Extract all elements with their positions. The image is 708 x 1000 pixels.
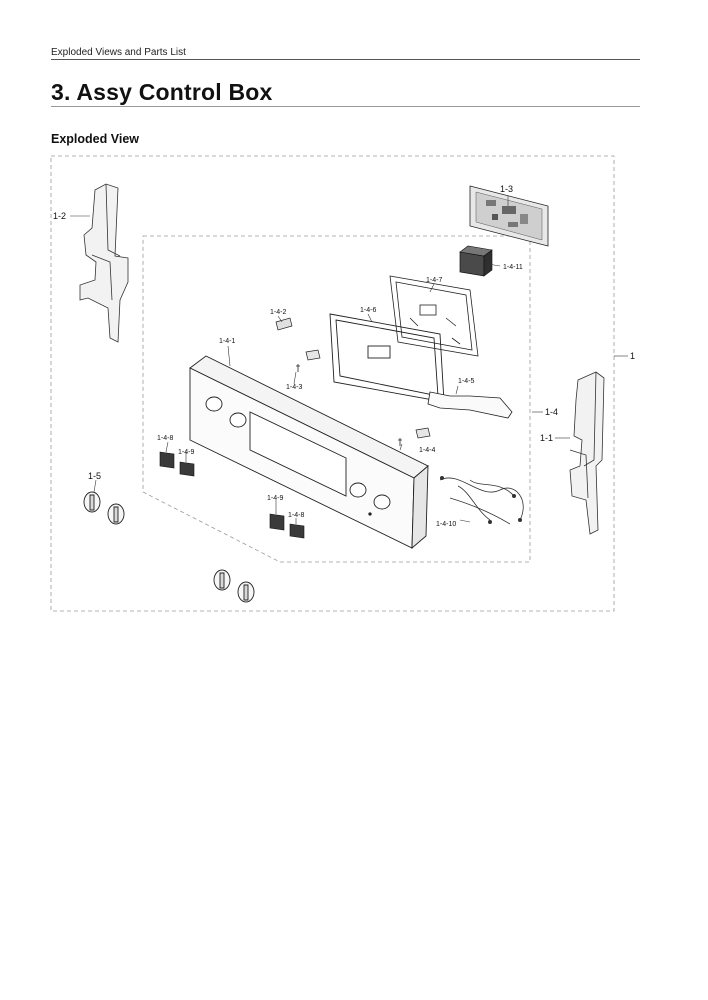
leader-lines xyxy=(70,196,628,524)
header-rule xyxy=(51,59,640,60)
label-1-4-10: 1-4-10 xyxy=(436,521,456,528)
part-1-4-9-switch-left xyxy=(179,461,195,477)
label-1-4-7: 1-4-7 xyxy=(426,277,442,284)
label-1-4-9-right: 1-4-9 xyxy=(267,495,283,502)
part-1-4-7-frame xyxy=(389,275,479,357)
part-1-4-8-switch-left xyxy=(159,451,175,469)
part-1-4-9-switch-right xyxy=(269,513,285,531)
side-bracket-right xyxy=(569,371,605,535)
label-1-5: 1-5 xyxy=(88,471,101,481)
pcb-board xyxy=(469,185,549,247)
label-1-4-5: 1-4-5 xyxy=(458,378,474,385)
part-1-4-10-wire-harness xyxy=(439,475,524,525)
label-1: 1 xyxy=(630,351,635,361)
assembly-1-boundary xyxy=(50,155,615,612)
label-1-4-2: 1-4-2 xyxy=(270,309,286,316)
part-1-4-4 xyxy=(398,427,431,446)
part-1-4-8-switch-right xyxy=(289,523,305,539)
section-header: Exploded Views and Parts List xyxy=(51,47,186,58)
part-1-4-3 xyxy=(296,349,321,372)
assembly-1-4-boundary xyxy=(142,235,531,563)
label-1-4-3: 1-4-3 xyxy=(286,384,302,391)
label-1-4: 1-4 xyxy=(545,407,558,417)
label-1-4-6: 1-4-6 xyxy=(360,307,376,314)
page-title: 3. Assy Control Box xyxy=(51,79,273,105)
label-1-4-11: 1-4-11 xyxy=(503,264,523,271)
label-1-4-8-right: 1-4-8 xyxy=(288,512,304,519)
side-bracket-left xyxy=(79,183,129,343)
title-rule xyxy=(51,106,640,107)
label-1-4-1: 1-4-1 xyxy=(219,338,235,345)
label-1-4-4: 1-4-4 xyxy=(419,447,435,454)
label-1-4-8-left: 1-4-8 xyxy=(157,435,173,442)
label-1-2: 1-2 xyxy=(53,211,66,221)
section-subtitle: Exploded View xyxy=(51,132,139,146)
part-1-5-knobs xyxy=(83,491,255,603)
part-1-4-1-control-panel xyxy=(189,355,429,550)
label-1-1: 1-1 xyxy=(540,433,553,443)
part-1-4-11 xyxy=(459,245,493,277)
part-1-4-5-cable xyxy=(427,391,513,419)
part-1-4-2-clip xyxy=(275,317,293,331)
label-1-4-9-left: 1-4-9 xyxy=(178,449,194,456)
part-1-4-6-bezel xyxy=(329,313,445,403)
label-1-3: 1-3 xyxy=(500,184,513,194)
